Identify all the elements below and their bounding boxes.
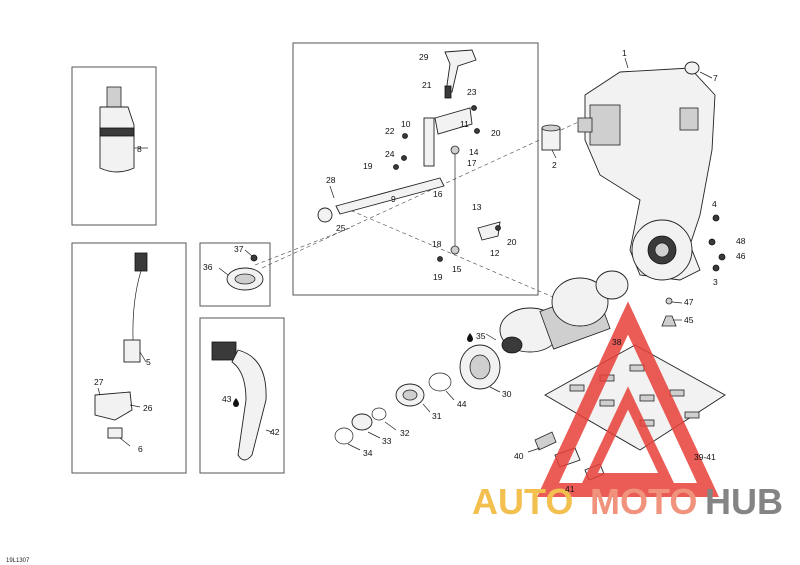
callout-40: 40	[514, 451, 524, 461]
callout-43: 43	[222, 394, 232, 404]
callout-5: 5	[146, 357, 151, 367]
oil-seal-part	[218, 249, 264, 291]
harness-guard-part	[211, 341, 273, 461]
callout-38: 38	[612, 337, 622, 347]
callout-30: 30	[502, 389, 512, 399]
watermark-hub-text: HUB	[705, 481, 783, 522]
watermark-inner-triangle	[582, 386, 674, 483]
callout-34: 34	[363, 448, 373, 458]
group-box-harness-guard	[199, 317, 285, 474]
callout-28: 28	[326, 175, 336, 185]
callout-13: 13	[472, 202, 482, 212]
callout-32: 32	[400, 428, 410, 438]
callout-36: 36	[203, 262, 213, 272]
callout-44: 44	[457, 399, 467, 409]
callout-26: 26	[143, 403, 153, 413]
callout-9: 9	[391, 194, 396, 204]
callout-2: 2	[552, 160, 557, 170]
assembly-line-hub	[337, 204, 561, 301]
callout-16: 16	[433, 189, 443, 199]
callout-11: 11	[460, 119, 469, 129]
callout-33: 33	[382, 436, 392, 446]
callout-37: 37	[234, 244, 244, 254]
callout-27: 27	[94, 377, 104, 387]
callout-14: 14	[469, 147, 479, 157]
fastener-parts	[661, 214, 726, 327]
oil-drop-icon	[467, 333, 473, 342]
callout-19-upper: 19	[363, 161, 373, 171]
callout-6: 6	[138, 444, 143, 454]
callout-3: 3	[713, 277, 718, 287]
callout-29: 29	[419, 52, 429, 62]
callout-41: 41	[565, 484, 575, 494]
callout-42: 42	[270, 427, 280, 437]
callout-12: 12	[490, 248, 500, 258]
group-box-sensor	[71, 242, 187, 474]
callout-25: 25	[336, 223, 346, 233]
callout-7: 7	[713, 73, 718, 83]
callout-4: 4	[712, 199, 717, 209]
group-box-shift-linkage	[292, 42, 539, 296]
speed-sensor-part	[94, 252, 148, 447]
assembly-line-seal	[254, 227, 351, 266]
sealant-bottle-part	[99, 86, 148, 173]
callout-19-lower: 19	[433, 272, 443, 282]
callout-labels: 1 2 3 4 5 6 7 8 9 10 11 12 13 14 15 16 1…	[94, 48, 746, 494]
watermark-moto-text: MOTO	[590, 481, 697, 522]
group-box-seal	[199, 242, 271, 307]
watermark-triangle	[537, 301, 719, 497]
watermark-auto-text: AUTO	[472, 481, 573, 522]
callout-20-upper: 20	[491, 128, 501, 138]
bushing-part	[541, 124, 561, 159]
callout-45: 45	[684, 315, 694, 325]
callout-20-lower: 20	[507, 237, 517, 247]
callout-48: 48	[736, 236, 746, 246]
diagram-code-label: 19L1307	[6, 558, 30, 564]
callout-23: 23	[467, 87, 477, 97]
callout-35: 35	[476, 331, 486, 341]
bearing-ring-parts	[334, 372, 455, 451]
callout-31: 31	[432, 411, 442, 421]
callout-1: 1	[622, 48, 627, 58]
callout-22: 22	[385, 126, 395, 136]
gearbox-housing-part	[577, 57, 716, 281]
oil-drop-icon-2	[233, 398, 239, 407]
callout-18: 18	[432, 239, 442, 249]
callout-8: 8	[137, 144, 142, 154]
shift-linkage-parts	[317, 49, 501, 262]
callout-24: 24	[385, 149, 395, 159]
callout-39-41: 39-41	[694, 452, 716, 462]
automotohub-watermark-logo: AUTO MOTO HUB	[472, 301, 783, 522]
callout-15: 15	[452, 264, 462, 274]
group-box-sealant	[71, 66, 157, 226]
callout-21: 21	[422, 80, 432, 90]
callout-10: 10	[401, 119, 411, 129]
drive-hub-part	[459, 270, 629, 393]
callout-47: 47	[684, 297, 694, 307]
callout-46: 46	[736, 251, 746, 261]
callout-17: 17	[467, 158, 477, 168]
